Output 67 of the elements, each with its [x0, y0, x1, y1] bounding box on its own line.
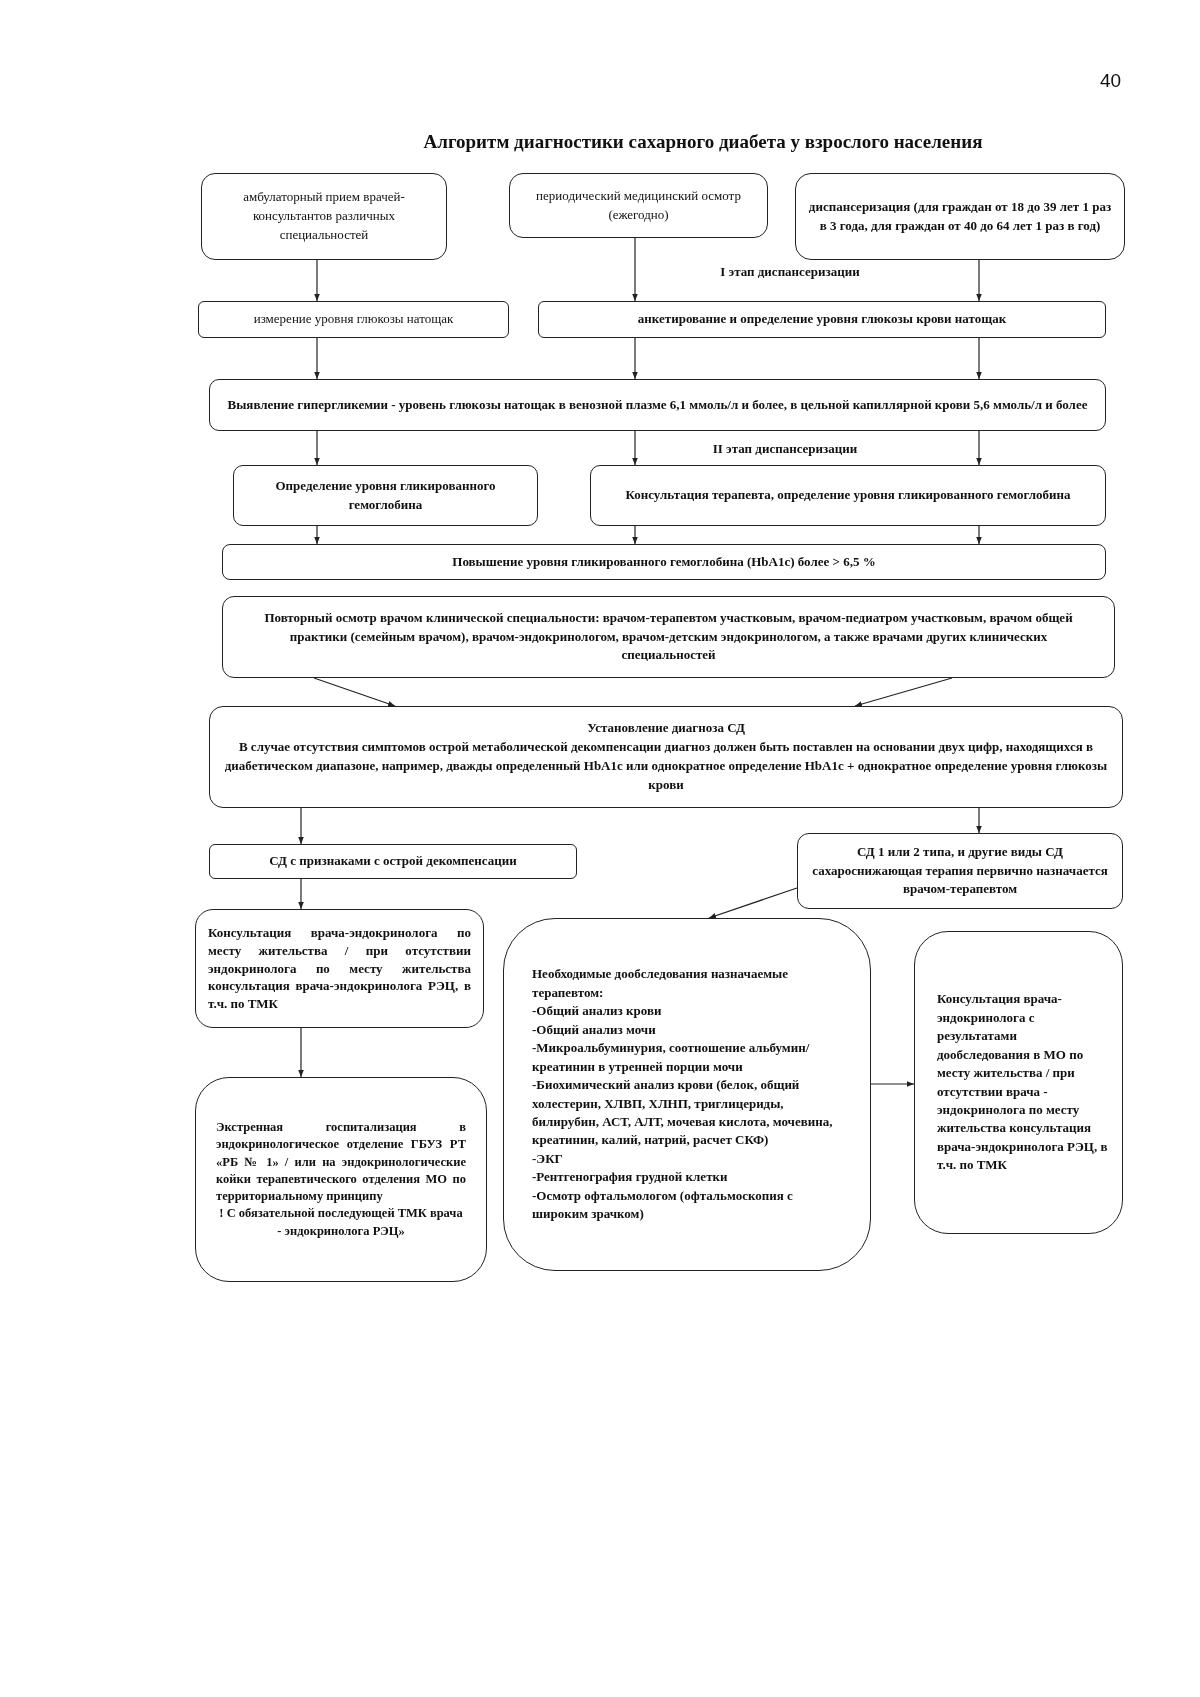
- list-item: -Общий анализ мочи: [532, 1020, 657, 1039]
- arrow: [976, 430, 982, 466]
- arrow: [976, 807, 982, 834]
- process-box: [209, 844, 577, 879]
- process-box: [198, 301, 509, 338]
- process-box: [914, 931, 1123, 1234]
- list-item: -Микроальбуминурия, соотношение альбумин/креатинин в утренней порции мочи: [532, 1039, 811, 1076]
- box-text: периодический медицинский осмотр (ежегодно): [535, 186, 742, 224]
- process-box: [222, 596, 1115, 678]
- box-text: амбулаторный прием врачей-консультантов различных специальностей: [242, 188, 406, 244]
- arrow: [298, 878, 304, 910]
- process-box: [509, 173, 768, 238]
- list-item: -Осмотр офтальмологом (офтальмоскопия с широким зрачком): [532, 1186, 794, 1224]
- arrow: [313, 677, 396, 707]
- arrow: [298, 1027, 304, 1078]
- box-text: измерение уровня глюкозы натощак: [252, 310, 455, 329]
- arrow: [632, 337, 638, 380]
- page-number: 40: [1100, 70, 1123, 93]
- stage-label: II этап диспансеризации: [711, 441, 859, 457]
- process-box: [538, 301, 1106, 338]
- box-text: В случае отсутствия симптомов острой метаболической декомпенсации диагноз должен быть поставлен на основании двух цифр, находящихся в диабетическом диапазоне, например, дважды определенный HbA1c или однократное определение HbA1c + однократное определение уровня глюкозы крови: [224, 738, 1108, 794]
- process-box: [209, 706, 1123, 808]
- process-box: [233, 465, 538, 526]
- arrow: [976, 525, 982, 545]
- process-box: [797, 833, 1123, 909]
- box-text: ! С обязательной последующей ТМК врача - эндокринолога РЭЦ»: [218, 1205, 464, 1240]
- arrow: [632, 237, 638, 302]
- arrow: [708, 887, 798, 919]
- arrow: [854, 677, 953, 707]
- diagram-title: Алгоритм диагностики сахарного диабета у взрослого населения: [422, 131, 984, 154]
- box-text: Экстренная госпитализация в эндокринологическое отделение ГБУЗ РТ «РБ № 1» / или на эндокринологические койки терапевтического отделения МО по территориальному принципу: [216, 1119, 466, 1206]
- arrow: [314, 525, 320, 545]
- box-heading: Необходимые дообследования назначаемые терапевтом:: [532, 965, 789, 1002]
- process-box: [590, 465, 1106, 526]
- arrow: [298, 807, 304, 845]
- process-box: [503, 918, 871, 1271]
- process-box: [222, 544, 1106, 580]
- box-text: анкетирование и определение уровня глюкозы крови натощак: [636, 310, 1008, 329]
- arrow: [976, 259, 982, 302]
- process-box: [201, 173, 447, 260]
- process-box: [195, 1077, 487, 1282]
- box-text: Определение уровня гликированного гемоглобина: [274, 476, 497, 514]
- process-box: [209, 379, 1106, 431]
- arrow: [314, 337, 320, 380]
- box-text: Выявление гипергликемии - уровень глюкозы натощак в венозной плазме 6,1 ммоль/л и более, в цельной капиллярной крови 5,6 ммоль/л и более: [226, 395, 1089, 414]
- list-item: -Рентгенография грудной клетки: [532, 1168, 729, 1187]
- box-heading: Установление диагноза СД: [586, 719, 746, 738]
- box-text: Консультация терапевта, определение уровня гликированного гемоглобина: [624, 486, 1072, 505]
- box-text: Повышение уровня гликированного гемоглобина (HbA1c) более > 6,5 %: [451, 552, 877, 571]
- arrow: [314, 430, 320, 466]
- list-item: -ЭКГ: [532, 1149, 564, 1168]
- process-box: [195, 909, 484, 1028]
- arrow: [314, 259, 320, 302]
- box-text: Консультация врача-эндокринолога с результатами дообследования в МО по месту жительства / при отсутствии врача - эндокринолога по месту жительства консультация врача-эндокринолога РЭЦ, в т.ч. по ТМК: [937, 990, 1109, 1175]
- arrow: [870, 1081, 915, 1087]
- list-item: -Биохимический анализ крови (белок, общий холестерин, ХЛВП, ХЛНП, триглицериды, билирубин, АСТ, АЛТ, мочевая кислота, мочевина, креатинин, калий, натрий, расчет СКФ): [532, 1076, 834, 1150]
- box-text: СД с признаками с острой декомпенсации: [268, 852, 518, 871]
- box-text: СД 1 или 2 типа, и другие виды СД сахароснижающая терапия первично назначается врачом-терапевтом: [811, 842, 1109, 899]
- process-box: [795, 173, 1125, 260]
- box-text: Консультация врача-эндокринолога по месту жительства / при отсутствии эндокринолога по месту жительства консультация врача-эндокринолога РЭЦ, в т.ч. по ТМК: [208, 923, 471, 1014]
- arrow: [976, 337, 982, 380]
- box-text: Повторный осмотр врачом клинической специальности: врачом-терапевтом участковым, врачом-педиатром участковым, врачом общей практики (семейным врачом), врачом-эндокринологом, врачом-детским эндокринологом, а также врачами других клинических специальностей: [263, 608, 1074, 665]
- stage-label: I этап диспансеризации: [719, 264, 861, 280]
- arrow: [632, 525, 638, 545]
- list-item: -Общий анализ крови: [532, 1002, 663, 1021]
- box-text: диспансеризация (для граждан от 18 до 39 лет 1 раз в 3 года, для граждан от 40 до 64 лет 1 раз в год): [807, 197, 1113, 235]
- arrow: [632, 430, 638, 466]
